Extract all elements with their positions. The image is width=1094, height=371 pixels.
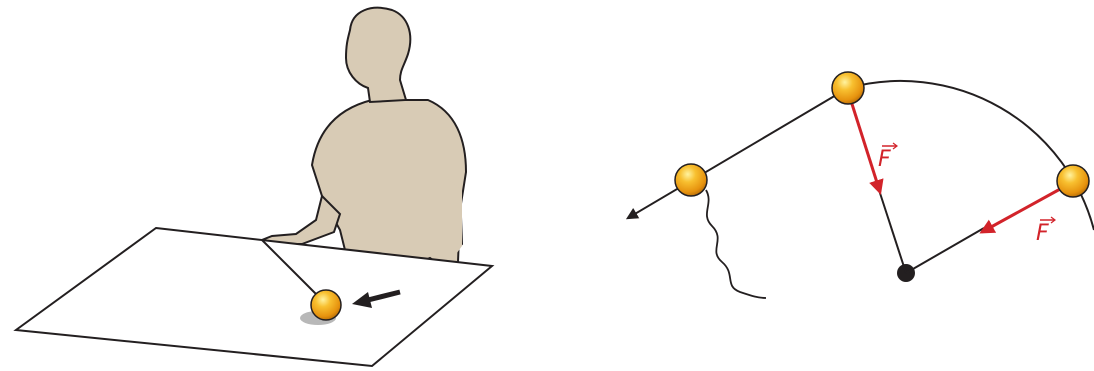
force-arrow-right bbox=[982, 188, 1062, 232]
force-label-right: F bbox=[1036, 221, 1049, 246]
person-torso bbox=[312, 100, 466, 262]
ball-escaping bbox=[675, 164, 707, 196]
radius-line-top bbox=[879, 190, 906, 273]
circle-motion-diagram: F F bbox=[628, 72, 1094, 298]
person-left-arm bbox=[262, 196, 340, 244]
ball-top bbox=[832, 72, 864, 104]
radius-line-right bbox=[906, 228, 984, 273]
ball-right bbox=[1057, 165, 1089, 197]
broken-string bbox=[706, 190, 766, 298]
table-ball bbox=[311, 290, 341, 320]
force-arrow-top bbox=[852, 104, 880, 192]
force-label-top: F bbox=[878, 147, 891, 172]
person-head bbox=[346, 8, 410, 102]
tangent-line bbox=[628, 88, 848, 218]
